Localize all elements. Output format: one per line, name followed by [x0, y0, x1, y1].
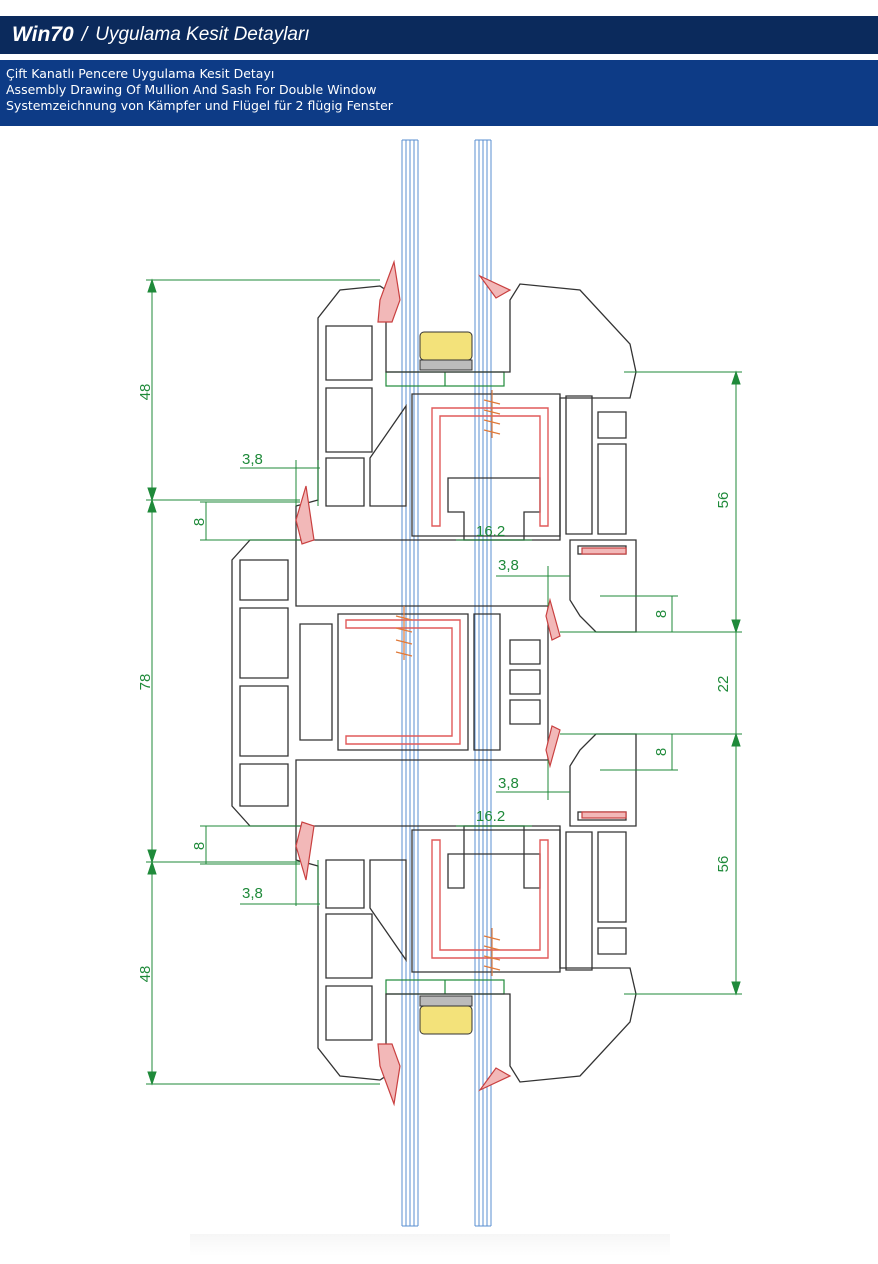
- spacer-bottom: [419, 1005, 473, 1035]
- dim-gap-top: 3,8: [242, 451, 263, 468]
- dim-overlap-top: 8: [191, 518, 208, 526]
- dimension-labels: 48 78 48 8 8 3,8 3,8 16.2 16.2 3,8 3,8 5…: [137, 384, 732, 983]
- dim-left-middle: 78: [137, 674, 154, 691]
- dim-inner-gap-top: 3,8: [498, 557, 519, 574]
- section-drawing: 48 78 48 8 8 3,8 3,8 16.2 16.2 3,8 3,8 5…: [137, 139, 742, 1227]
- dim-rebate-bottom: 16.2: [476, 808, 505, 825]
- gaskets: [295, 259, 627, 1107]
- dimension-lines: [146, 278, 742, 1086]
- dim-right-bottom: 56: [715, 856, 732, 873]
- sash-profile-top: [295, 283, 637, 541]
- steel-reinforcements: [345, 407, 549, 959]
- subtitle-english: Assembly Drawing Of Mullion And Sash For…: [6, 82, 377, 97]
- dim-inner-gap-bottom: 3,8: [498, 775, 519, 792]
- dim-left-top: 48: [137, 384, 154, 401]
- dim-right-top: 56: [715, 492, 732, 509]
- dim-right-small-bottom: 8: [653, 748, 670, 756]
- glazing-blocks: [385, 371, 505, 995]
- title-bar: Win70 / Uygulama Kesit Detayları: [0, 16, 878, 54]
- dim-right-middle: 22: [715, 676, 732, 693]
- bottom-shadow: [190, 1234, 670, 1256]
- dim-overlap-bottom: 8: [191, 842, 208, 850]
- dim-right-small-top: 8: [653, 610, 670, 618]
- frame-profile-right: [569, 539, 637, 827]
- subtitle-german: Systemzeichnung von Kämpfer und Flügel f…: [6, 98, 393, 113]
- subtitle-block: Çift Kanatlı Pencere Uygulama Kesit Deta…: [0, 60, 878, 126]
- dim-gap-bottom: 3,8: [242, 885, 263, 902]
- sash-profile-bottom: [295, 825, 637, 1083]
- page-title: Uygulama Kesit Detayları: [95, 24, 310, 45]
- subtitle-turkish: Çift Kanatlı Pencere Uygulama Kesit Deta…: [6, 66, 275, 81]
- glass-pane-right: [474, 139, 492, 1227]
- glass-spacers: [419, 331, 473, 1035]
- model-name: Win70: [12, 23, 74, 46]
- dim-left-bottom: 48: [137, 966, 154, 983]
- title-separator: /: [81, 23, 88, 46]
- spacer-top: [419, 331, 473, 361]
- glass-panes: [401, 139, 492, 1227]
- glass-pane-left: [401, 139, 419, 1227]
- dim-rebate-top: 16.2: [476, 523, 505, 540]
- mullion-profile: [231, 539, 549, 827]
- screws: [395, 390, 501, 976]
